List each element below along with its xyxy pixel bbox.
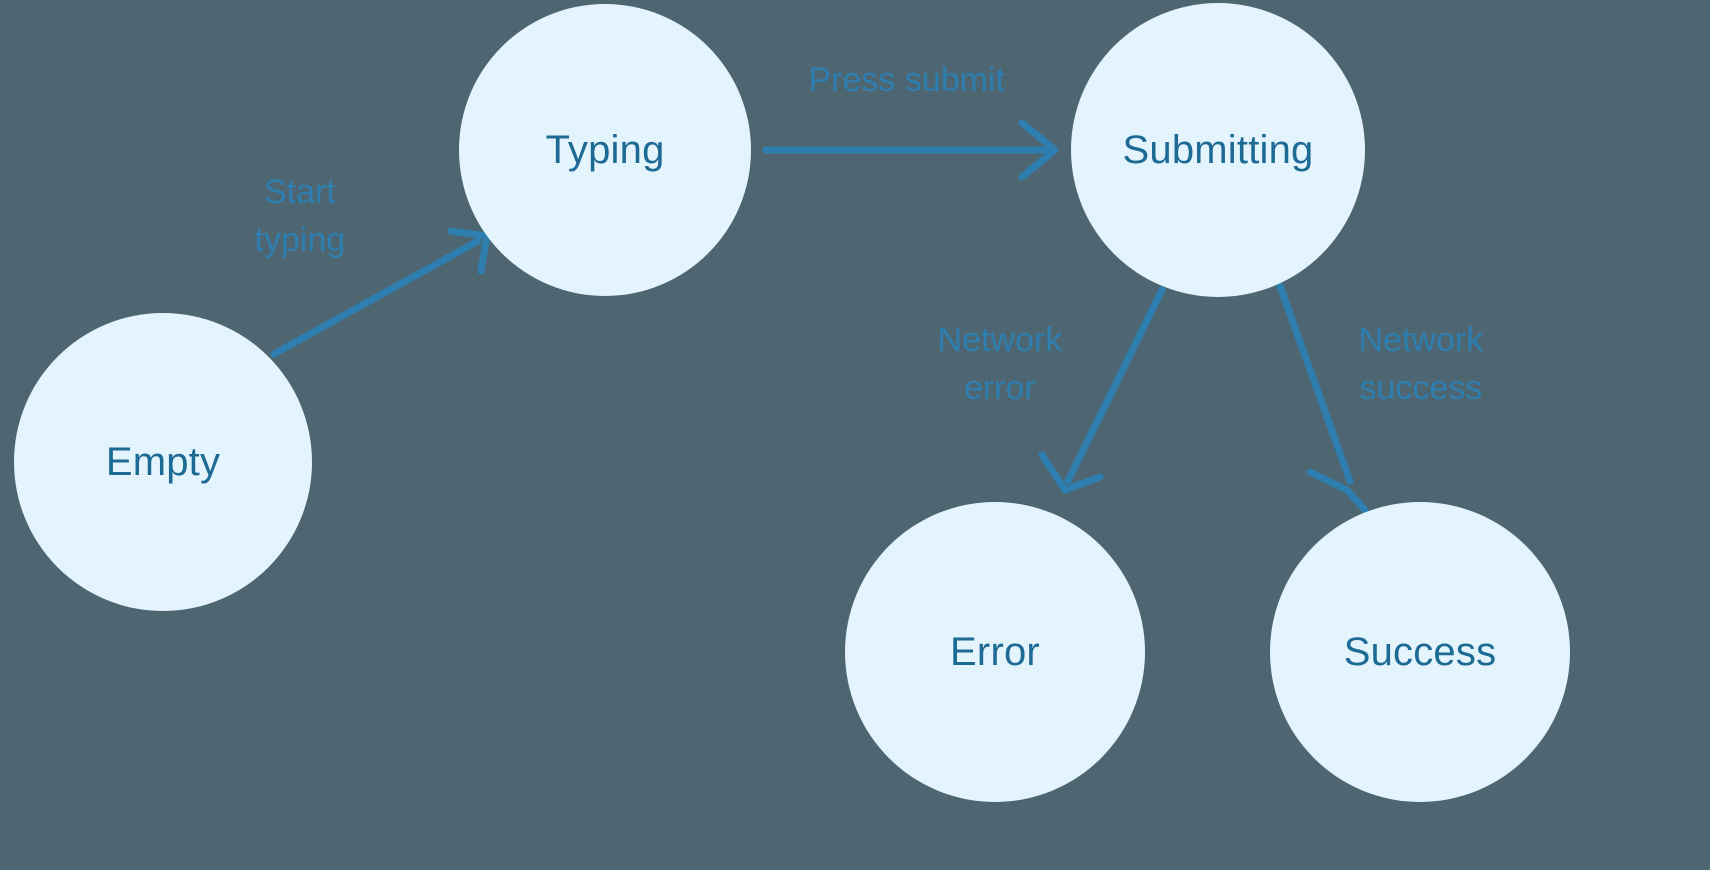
edge-submitting-to-error (1038, 286, 1166, 494)
edge-label-press-submit: Press submit (808, 61, 1006, 99)
edge-submitting-to-success-arrowhead (1306, 468, 1369, 514)
state-node-error-label: Error (950, 630, 1040, 674)
state-node-submitting[interactable]: Submitting (1071, 3, 1365, 297)
edge-label-network-success: Network success (1358, 320, 1484, 407)
edge-submitting-to-error-line (1064, 286, 1166, 485)
state-node-empty-label: Empty (105, 440, 221, 484)
edge-label-network-error: Network error (937, 320, 1063, 407)
edge-submitting-to-success (1276, 282, 1369, 514)
edge-typing-to-submitting-arrowhead (1018, 119, 1059, 181)
state-node-typing[interactable]: Typing (459, 4, 751, 296)
edge-empty-to-typing (270, 227, 491, 358)
state-node-submitting-label: Submitting (1122, 128, 1314, 172)
edge-label-start-typing: Start typing (254, 172, 346, 259)
edge-typing-to-submitting (762, 119, 1059, 181)
edge-submitting-to-error-arrowhead (1038, 451, 1104, 494)
edge-empty-to-typing-arrowhead (447, 227, 491, 275)
state-node-error[interactable]: Error (845, 502, 1145, 802)
state-node-typing-label: Typing (545, 128, 665, 172)
state-node-success[interactable]: Success (1270, 502, 1570, 802)
edge-empty-to-typing-line (270, 237, 482, 358)
state-node-success-label: Success (1343, 630, 1497, 674)
state-node-empty[interactable]: Empty (14, 313, 312, 611)
edge-submitting-to-success-line (1276, 282, 1354, 485)
